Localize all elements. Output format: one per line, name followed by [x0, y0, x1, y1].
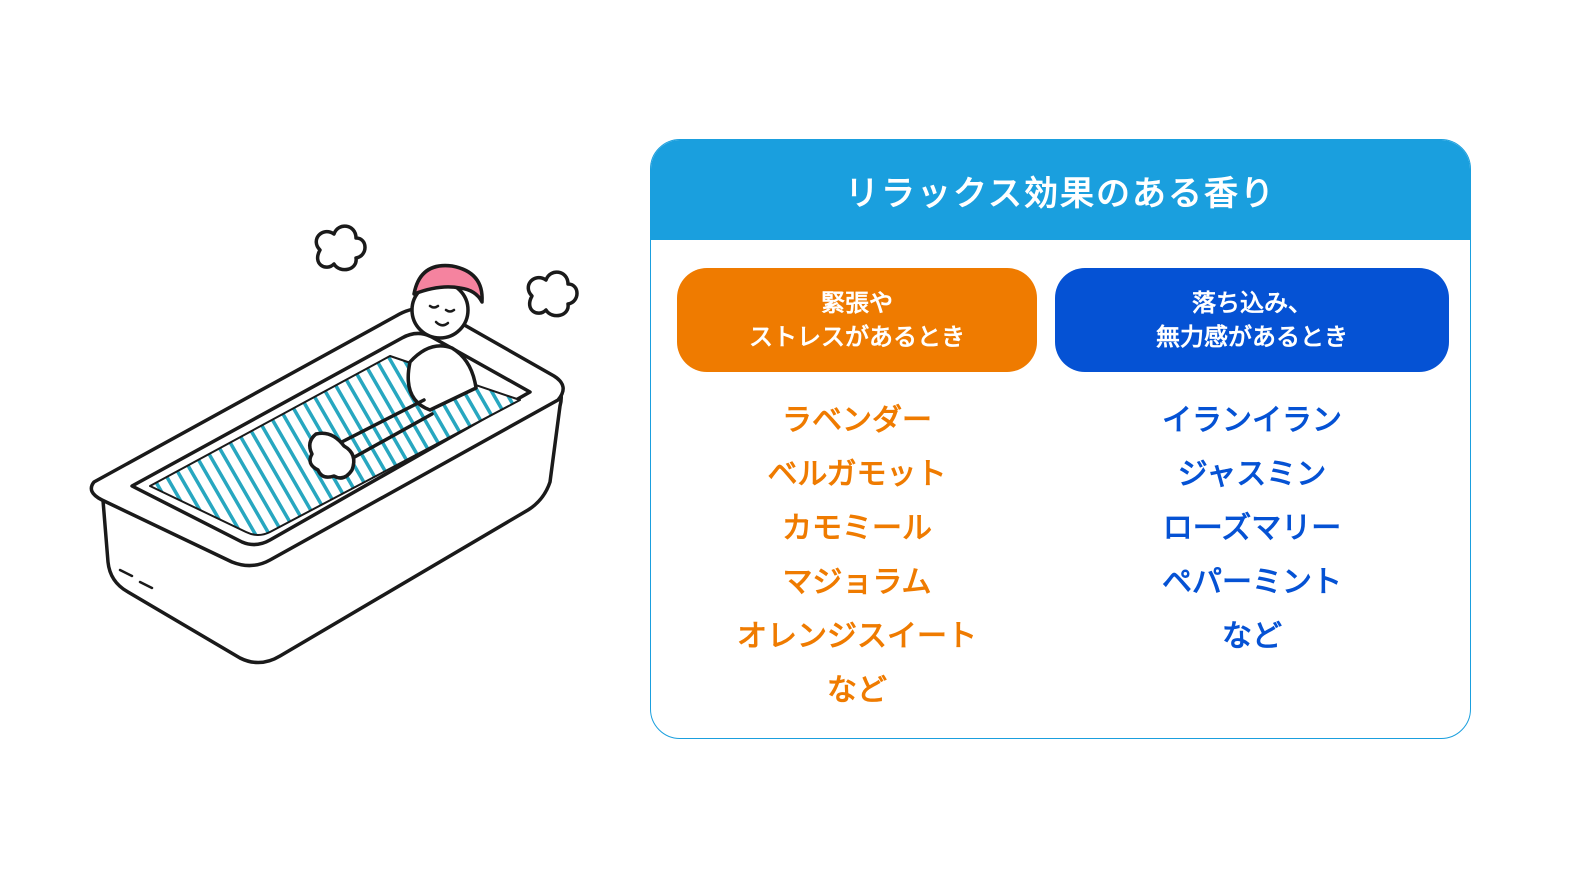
scent-item: など — [1222, 619, 1282, 654]
label-line: 落ち込み、 — [1192, 289, 1312, 317]
scent-item: マジョラム — [782, 565, 932, 600]
relaxing-scents-card: リラックス効果のある香り 緊張や ストレスがあるとき ラベンダー ベルガモット … — [650, 139, 1471, 739]
card-title: リラックス効果のある香り — [651, 140, 1470, 240]
shower-cap-icon — [412, 263, 484, 304]
scent-item: ローズマリー — [1162, 511, 1342, 546]
tension-stress-label: 緊張や ストレスがあるとき — [677, 268, 1037, 372]
steam-puff-icon — [314, 224, 367, 272]
scent-item: など — [827, 673, 887, 708]
scent-item: カモミール — [782, 511, 932, 546]
scent-list: イランイラン ジャスミン ローズマリー ペパーミント など — [1055, 394, 1449, 664]
scent-item: ラベンダー — [782, 403, 932, 438]
scent-item: ジャスミン — [1177, 457, 1327, 492]
bathtub-illustration-icon — [89, 224, 579, 665]
label-line: 緊張や — [821, 289, 893, 317]
label-line: ストレスがあるとき — [749, 323, 965, 351]
steam-puff-icon — [526, 270, 579, 318]
label-line: 無力感があるとき — [1156, 323, 1348, 351]
tension-stress-column: 緊張や ストレスがあるとき ラベンダー ベルガモット カモミール マジョラム オ… — [677, 268, 1037, 718]
scent-item: ペパーミント — [1162, 565, 1342, 600]
scent-item: ベルガモット — [767, 457, 947, 492]
depression-lethargy-label: 落ち込み、 無力感があるとき — [1055, 268, 1449, 372]
scent-item: イランイラン — [1162, 403, 1342, 438]
depression-lethargy-column: 落ち込み、 無力感があるとき イランイラン ジャスミン ローズマリー ペパーミン… — [1055, 268, 1449, 664]
scent-item: オレンジスイート — [737, 619, 977, 654]
scent-list: ラベンダー ベルガモット カモミール マジョラム オレンジスイート など — [677, 394, 1037, 718]
